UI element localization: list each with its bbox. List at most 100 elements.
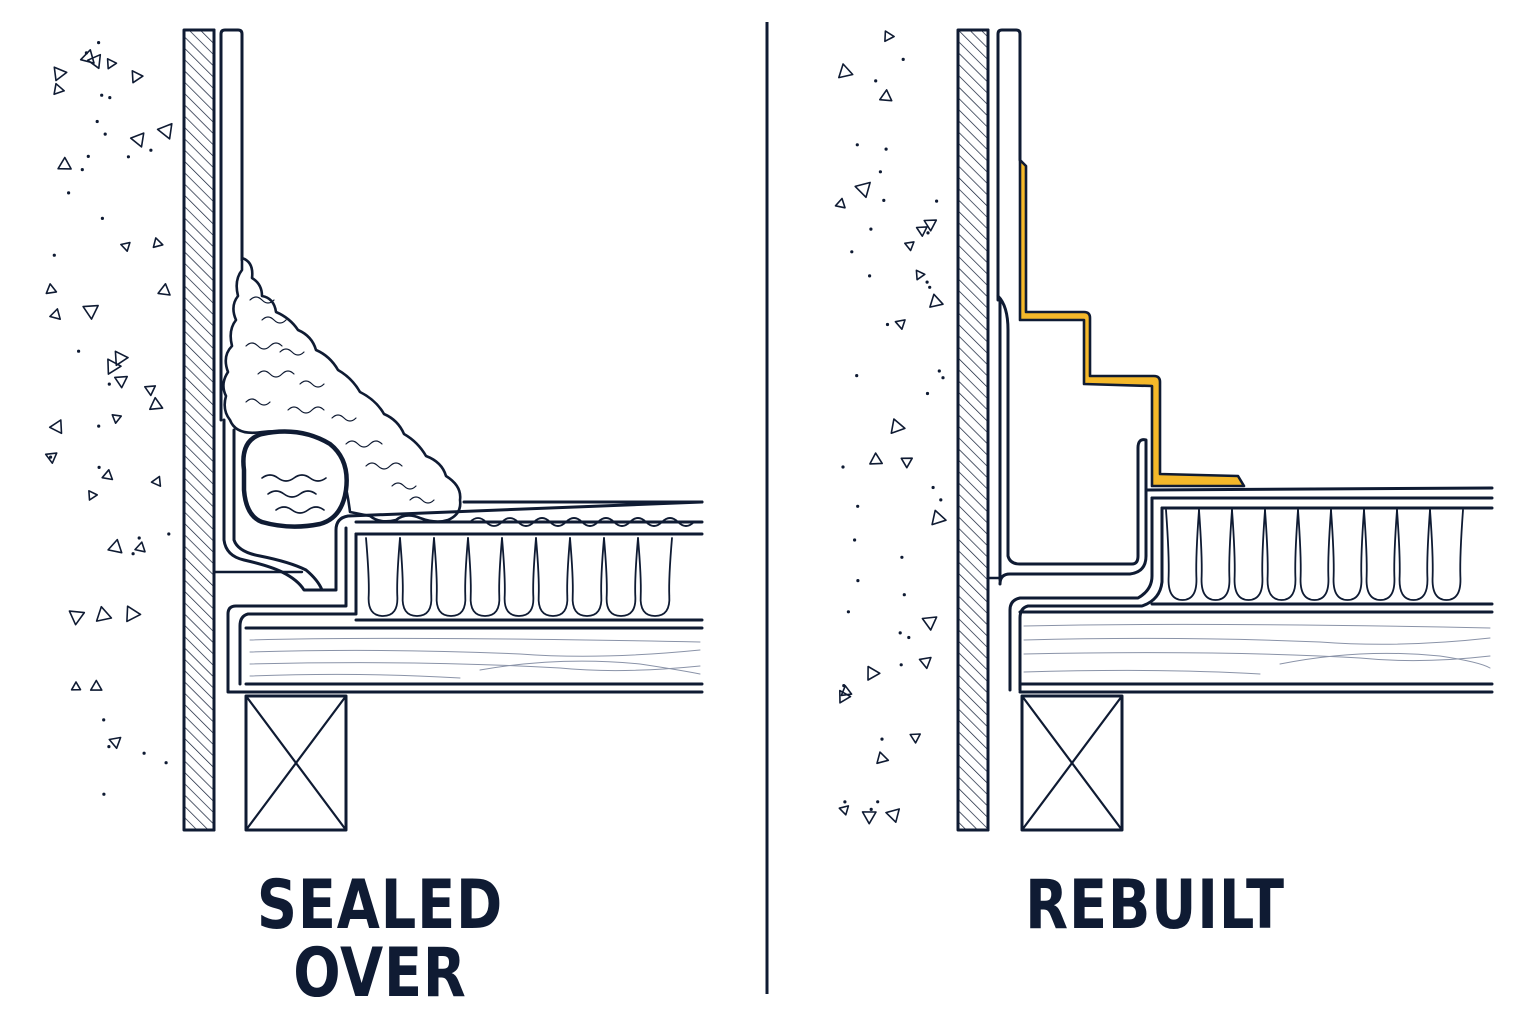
insulation-loop bbox=[467, 537, 503, 617]
aggregate-dot bbox=[926, 231, 930, 235]
insulation-loop bbox=[1264, 509, 1299, 601]
aggregate-dot bbox=[164, 761, 168, 765]
aggregate-stone bbox=[114, 350, 129, 367]
rebuilt-detail bbox=[834, 28, 1494, 832]
aggregate-stone bbox=[70, 681, 82, 691]
aggregate-stone bbox=[861, 811, 877, 825]
insulation-loop bbox=[603, 537, 639, 617]
aggregate-stone bbox=[68, 610, 86, 626]
insulation-loop bbox=[637, 537, 673, 617]
aggregate-stone bbox=[49, 308, 62, 321]
aggregate-dot bbox=[97, 41, 101, 45]
aggregate-dot bbox=[868, 274, 872, 278]
aggregate-dot bbox=[939, 498, 943, 502]
aggregate-stone bbox=[129, 132, 145, 148]
water-waves-icon bbox=[261, 474, 327, 514]
aggregate-dot bbox=[882, 198, 886, 202]
aggregate-dot bbox=[855, 143, 859, 147]
insulation-loop bbox=[569, 537, 605, 617]
aggregate-stone bbox=[923, 219, 938, 232]
concrete-aggregate-icon bbox=[44, 41, 173, 796]
aggregate-stone bbox=[915, 269, 926, 281]
insulation-batts bbox=[365, 537, 673, 617]
aggregate-stone bbox=[101, 468, 114, 481]
aggregate-stone bbox=[890, 418, 906, 435]
aggregate-stone bbox=[108, 736, 122, 750]
aggregate-stone bbox=[45, 283, 58, 295]
aggregate-stone bbox=[157, 282, 171, 296]
aggregate-dot bbox=[931, 485, 935, 490]
aggregate-dot bbox=[102, 718, 106, 722]
aggregate-dot bbox=[856, 504, 860, 508]
aggregate-stone bbox=[900, 457, 914, 469]
aggregate-stone bbox=[95, 605, 113, 622]
plywood-grain bbox=[249, 637, 701, 679]
insulation-loop bbox=[433, 537, 469, 617]
counter-flashing-accent bbox=[1018, 158, 1246, 488]
aggregate-dot bbox=[874, 79, 878, 83]
aggregate-stone bbox=[834, 197, 846, 209]
aggregate-stone bbox=[885, 808, 901, 824]
aggregate-stone bbox=[915, 226, 928, 237]
aggregate-dot bbox=[142, 751, 146, 755]
aggregate-stone bbox=[82, 304, 99, 320]
aggregate-dot bbox=[86, 154, 90, 158]
aggregate-stone bbox=[106, 57, 118, 70]
foam-texture bbox=[245, 296, 435, 504]
aggregate-dot bbox=[925, 391, 930, 396]
aggregate-dot bbox=[900, 555, 904, 559]
aggregate-stone bbox=[131, 70, 144, 84]
insulation-loop bbox=[1297, 509, 1332, 601]
insulation-loop bbox=[399, 537, 435, 617]
aggregate-dot bbox=[898, 631, 902, 635]
aggregate-stone bbox=[134, 541, 146, 553]
aggregate-stone bbox=[837, 63, 854, 79]
aggregate-dot bbox=[907, 635, 911, 640]
insulation-loop bbox=[1429, 509, 1464, 601]
spray-foam-icon bbox=[222, 256, 462, 523]
aggregate-dot bbox=[100, 93, 104, 97]
wall-upstand bbox=[219, 28, 244, 422]
aggregate-dot bbox=[97, 465, 101, 469]
aggregate-stone bbox=[150, 475, 162, 488]
aggregate-stone bbox=[903, 241, 915, 252]
aggregate-stone bbox=[79, 48, 95, 64]
aggregate-dot bbox=[167, 532, 171, 536]
joist-section bbox=[244, 694, 348, 832]
aggregate-stone bbox=[929, 293, 944, 308]
sealed-over-detail bbox=[44, 28, 704, 832]
aggregate-dot bbox=[937, 369, 941, 373]
aggregate-dot bbox=[878, 170, 883, 174]
aggregate-dot bbox=[853, 538, 857, 542]
aggregate-stone bbox=[840, 684, 853, 697]
aggregate-dot bbox=[137, 536, 141, 540]
aggregate-stone bbox=[894, 319, 906, 331]
aggregate-dot bbox=[880, 737, 884, 741]
aggregate-stone bbox=[144, 385, 157, 397]
insulation-loop bbox=[365, 537, 401, 617]
aggregate-stone bbox=[918, 656, 932, 670]
aggregate-dot bbox=[869, 807, 873, 812]
masonry-wall bbox=[182, 28, 216, 832]
aggregate-dot bbox=[107, 745, 111, 749]
insulation-batts bbox=[1165, 509, 1464, 601]
aggregate-dot bbox=[850, 250, 854, 254]
aggregate-dot bbox=[131, 552, 135, 556]
aggregate-stone bbox=[869, 452, 884, 465]
aggregate-stone bbox=[876, 751, 890, 765]
insulation-loop bbox=[535, 537, 571, 617]
aggregate-dot bbox=[108, 96, 112, 100]
aggregate-stone bbox=[44, 452, 58, 465]
aggregate-stone bbox=[114, 375, 128, 389]
insulation-loop bbox=[1330, 509, 1365, 601]
aggregate-stone bbox=[152, 237, 164, 249]
aggregate-stone bbox=[156, 122, 173, 140]
aggregate-dot bbox=[899, 663, 903, 667]
aggregate-stone bbox=[120, 241, 131, 252]
aggregate-stone bbox=[88, 489, 98, 501]
aggregate-dot bbox=[80, 168, 84, 172]
aggregate-stone bbox=[909, 733, 922, 744]
joist-section bbox=[1020, 694, 1124, 832]
